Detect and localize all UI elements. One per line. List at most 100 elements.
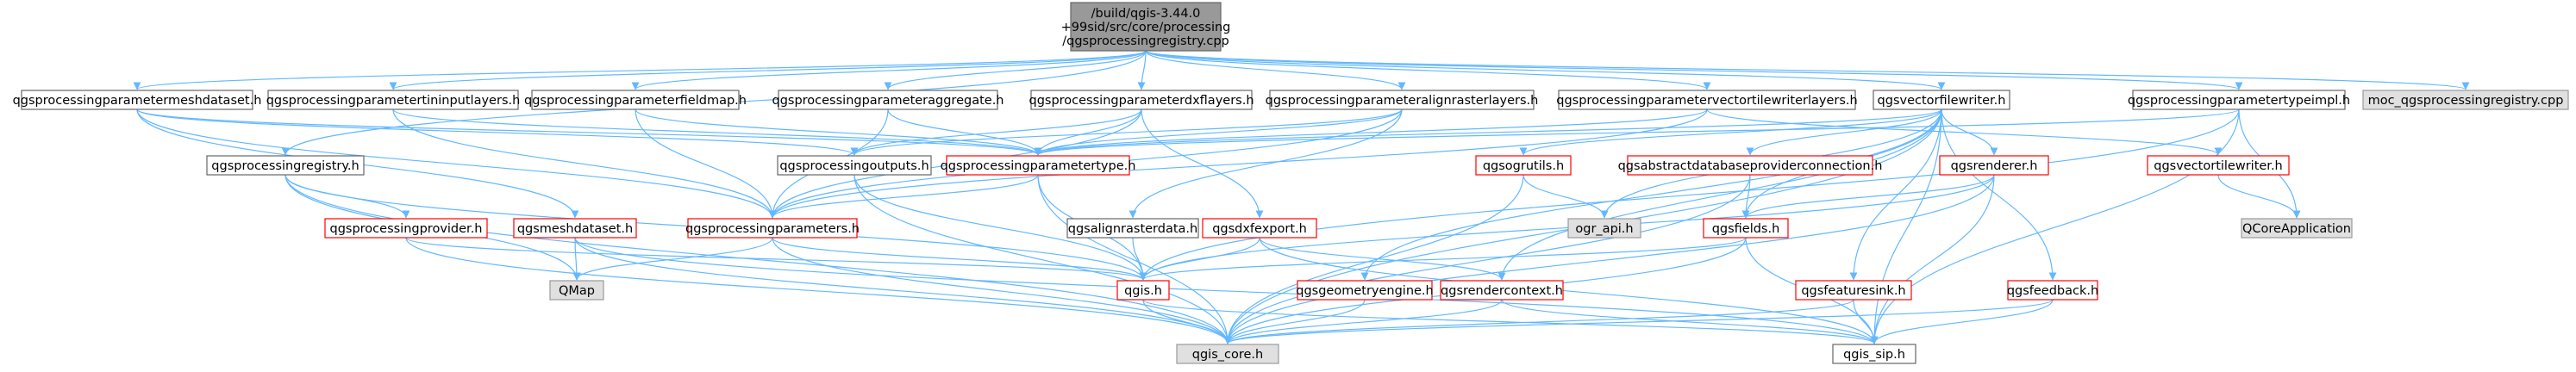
- edge-vfw-to-rctx: [1497, 108, 1942, 281]
- node-aligndata[interactable]: qgsalignrasterdata.h: [1066, 218, 1199, 239]
- edge-ptypeimpl-to-sip: [1870, 108, 2240, 344]
- node-label: qgsprocessingparameterfieldmap.h: [524, 94, 747, 108]
- node-qmap: QMap: [549, 280, 604, 301]
- node-palign[interactable]: qgsprocessingparameteralignrasterlayers.…: [1266, 90, 1539, 110]
- node-ptin[interactable]: qgsprocessingparametertininputlayers.h: [266, 90, 521, 110]
- node-params[interactable]: qgsprocessingparameters.h: [685, 218, 860, 239]
- node-label: qgsrendercontext.h: [1441, 284, 1563, 298]
- edge-renderer-to-core: [1223, 174, 1995, 344]
- node-label: qgsfields.h: [1712, 222, 1780, 236]
- node-moc: moc_qgsprocessingregistry.cpp: [2362, 90, 2569, 110]
- node-box: [1030, 90, 1253, 110]
- edge-params-to-qmap: [572, 237, 773, 281]
- edge-pprov-to-qgish: [405, 237, 1147, 281]
- node-pmesh[interactable]: qgsprocessingparametermeshdataset.h: [13, 90, 262, 110]
- edge-params-to-qgish: [772, 237, 1147, 281]
- node-pfield[interactable]: qgsprocessingparameterfieldmap.h: [524, 90, 747, 110]
- node-fields[interactable]: qgsfields.h: [1703, 218, 1789, 239]
- node-label: QCoreApplication: [2242, 222, 2351, 236]
- node-pprov[interactable]: qgsprocessingprovider.h: [324, 218, 488, 239]
- edge-pout-to-core: [853, 174, 1232, 344]
- edge-pfield-to-ptype: [635, 108, 1042, 156]
- edge-pout-to-qgish: [853, 174, 1147, 281]
- edge-vfw-to-ptype: [1034, 108, 1942, 156]
- node-box: [1297, 280, 1433, 301]
- node-box: [1440, 280, 1564, 301]
- node-ptype[interactable]: qgsprocessingparametertype.h: [941, 155, 1136, 176]
- edge-preg-to-core: [284, 174, 1232, 344]
- edge-root-to-palign: [1145, 50, 1406, 90]
- node-label: qgsprocessingoutputs.h: [779, 159, 928, 173]
- node-label: qgsprocessingparameterdxflayers.h: [1029, 94, 1254, 108]
- node-dxfexport[interactable]: qgsdxfexport.h: [1202, 218, 1317, 239]
- node-meshds[interactable]: qgsmeshdataset.h: [513, 218, 637, 239]
- edge-rctx-to-sip: [1501, 299, 1879, 344]
- node-box: [2007, 280, 2098, 301]
- node-box: [1832, 344, 1916, 364]
- node-label: qgsprocessingparametermeshdataset.h: [13, 94, 262, 108]
- node-box: [206, 155, 365, 176]
- node-pagg[interactable]: qgsprocessingparameteraggregate.h: [772, 90, 1004, 110]
- node-ograpi: ogr_api.h: [1567, 218, 1641, 239]
- node-label: qgsfeaturesink.h: [1801, 284, 1905, 298]
- edge-feedback-to-sip: [1870, 299, 2054, 344]
- node-box: [1116, 280, 1170, 301]
- edge-fields-to-qgish: [1139, 237, 1747, 281]
- node-rctx[interactable]: qgsrendercontext.h: [1440, 280, 1564, 301]
- node-label: +99sid/src/core/processing: [1061, 21, 1231, 34]
- node-pout[interactable]: qgsprocessingoutputs.h: [777, 155, 932, 176]
- node-box: [946, 155, 1130, 176]
- node-absdb[interactable]: qgsabstractdatabaseproviderconnection.h: [1618, 155, 1883, 176]
- edge-meshds-to-sip: [574, 237, 1879, 344]
- edge-ptin-to-ptype: [392, 108, 1042, 156]
- edge-vfw-to-feedback: [1941, 108, 2057, 281]
- edge-meshds-to-qmap: [572, 237, 581, 281]
- edge-feedback-to-core: [1223, 299, 2054, 344]
- node-label: qgsprocessingparameters.h: [685, 222, 860, 236]
- edge-absdb-to-core: [1223, 174, 1751, 344]
- node-box: [21, 90, 253, 110]
- node-renderer[interactable]: qgsrenderer.h: [1939, 155, 2049, 176]
- node-pvtile[interactable]: qgsprocessingparametervectortilewriterla…: [1556, 90, 1858, 110]
- node-label: qgsmeshdataset.h: [517, 222, 633, 236]
- node-vtwriter[interactable]: qgsvectortilewriter.h: [2147, 155, 2290, 176]
- edge-pdxf-to-dxfexport: [1141, 108, 1264, 219]
- node-ptypeimpl[interactable]: qgsprocessingparametertypeimpl.h: [2128, 90, 2350, 110]
- node-qgish[interactable]: qgis.h: [1116, 280, 1170, 301]
- node-box: [267, 90, 519, 110]
- node-pdxf[interactable]: qgsprocessingparameterdxflayers.h: [1029, 90, 1254, 110]
- node-box: [549, 280, 604, 301]
- node-box: [2147, 155, 2290, 176]
- node-fsink[interactable]: qgsfeaturesink.h: [1795, 280, 1912, 301]
- edge-dxfexport-to-rctx: [1259, 237, 1506, 281]
- node-box: [1070, 2, 1222, 52]
- edge-pvtile-to-params: [768, 108, 1708, 219]
- node-vfw[interactable]: qgsvectorfilewriter.h: [1873, 90, 2010, 110]
- edge-vfw-to-geomengine: [1360, 108, 1942, 281]
- node-box: [531, 90, 740, 110]
- node-label: qgsalignrasterdata.h: [1068, 222, 1197, 236]
- node-core: qgis_core.h: [1176, 344, 1279, 364]
- node-label: qgsabstractdatabaseproviderconnection.h: [1618, 159, 1883, 173]
- node-root[interactable]: /build/qgis-3.44.0+99sid/src/core/proces…: [1061, 2, 1231, 52]
- node-feedback[interactable]: qgsfeedback.h: [2007, 280, 2098, 301]
- node-label: ogr_api.h: [1575, 222, 1633, 236]
- node-label: qgsprocessingparametertypeimpl.h: [2128, 94, 2350, 108]
- edge-pfield-to-params: [635, 108, 777, 219]
- edge-pdxf-to-pout: [850, 108, 1142, 156]
- node-preg[interactable]: qgsprocessingregistry.h: [206, 155, 365, 176]
- node-sip[interactable]: qgis_sip.h: [1832, 344, 1916, 364]
- edge-geomengine-to-core: [1223, 299, 1366, 344]
- node-label: qgsrenderer.h: [1951, 159, 2038, 173]
- edge-ptype-to-core: [1037, 174, 1232, 344]
- node-box: [1558, 90, 1856, 110]
- node-label: qgsvectortilewriter.h: [2154, 159, 2283, 173]
- node-box: [777, 155, 932, 176]
- node-ogrutils[interactable]: qgsogrutils.h: [1475, 155, 1572, 176]
- node-label: qgsprocessingparameteraggregate.h: [772, 94, 1004, 108]
- node-geomengine[interactable]: qgsgeometryengine.h: [1296, 280, 1434, 301]
- edge-ogrutils-to-ograpi: [1522, 174, 1609, 219]
- edge-palign-to-aligndata: [1129, 108, 1403, 219]
- node-box: [1703, 218, 1789, 239]
